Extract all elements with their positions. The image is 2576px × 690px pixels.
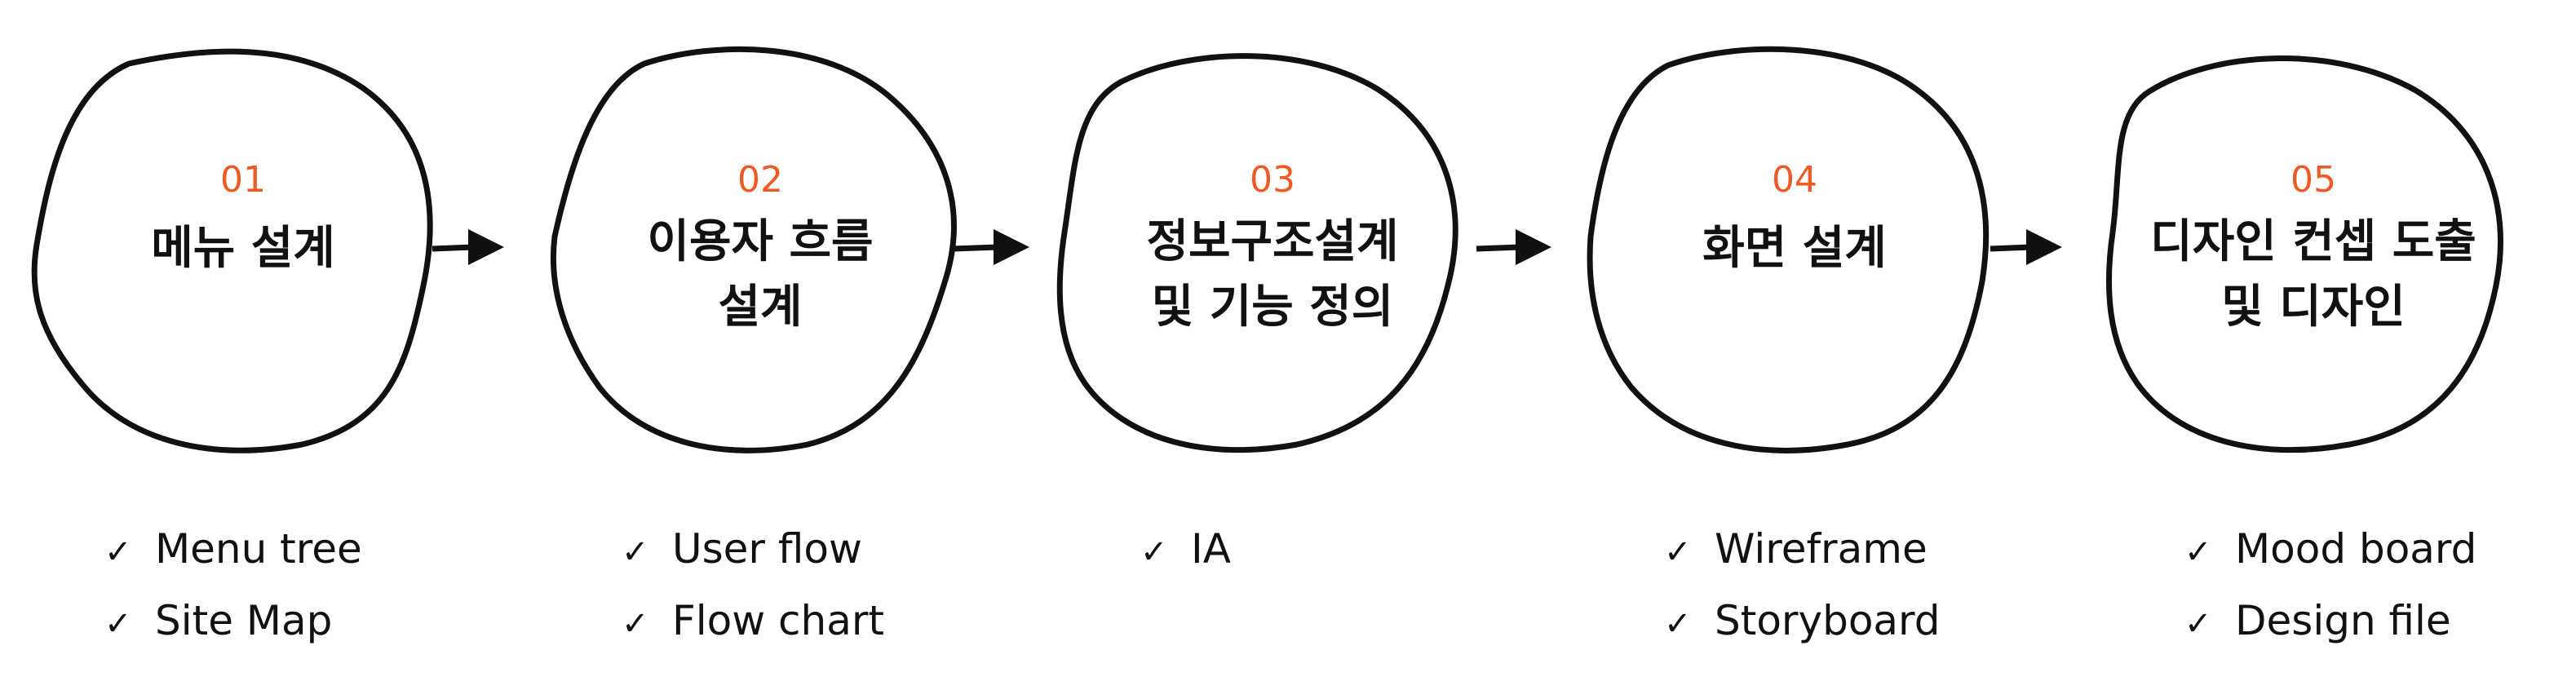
step-title-line: 디자인 컨셉 도출: [2150, 215, 2476, 268]
process-step-01: 01 메뉴 설계 ✓ Menu tree ✓ Site Map: [31, 48, 433, 644]
step-number: 05: [2291, 159, 2336, 201]
checkmark-icon: ✓: [104, 605, 132, 643]
process-step-04: 04 화면 설계 ✓ Wireframe ✓ Storyboard: [1587, 46, 1990, 644]
step-title-line: 및 디자인: [2221, 281, 2406, 334]
step-number: 03: [1250, 159, 1295, 201]
deliverable-item: Site Map: [155, 597, 332, 644]
deliverable-item: Menu tree: [155, 525, 362, 573]
checkmark-icon: ✓: [1140, 533, 1168, 571]
deliverable-item: Design file: [2235, 597, 2451, 644]
step-title-line: 및 기능 정의: [1152, 281, 1394, 334]
checkmark-icon: ✓: [104, 533, 132, 571]
step-outline-blob: [1587, 46, 1990, 453]
arrow-right-icon: [432, 229, 504, 265]
checkmark-icon: ✓: [622, 533, 649, 571]
step-title-line: 설계: [718, 281, 802, 334]
step-number: 02: [737, 159, 783, 201]
checkmark-icon: ✓: [1664, 605, 1692, 643]
step-outline-blob: [2105, 55, 2503, 453]
deliverable-item: Mood board: [2235, 525, 2476, 573]
step-outline-blob: [31, 48, 433, 453]
process-step-05: 05 디자인 컨셉 도출및 디자인 ✓ Mood board ✓ Design file: [2105, 55, 2503, 644]
step-number: 01: [220, 159, 266, 201]
deliverable-item: Flow chart: [672, 597, 884, 644]
step-title-line: 이용자 흐름: [647, 215, 873, 268]
deliverable-item: User flow: [672, 525, 862, 573]
deliverable-item: Wireframe: [1715, 525, 1928, 573]
deliverable-item: Storyboard: [1715, 597, 1940, 644]
checkmark-icon: ✓: [622, 605, 649, 643]
step-number: 04: [1772, 159, 1817, 201]
step-title-line: 정보구조설계: [1146, 215, 1398, 268]
arrow-right-icon: [1476, 229, 1551, 265]
step-title-line: 화면 설계: [1702, 222, 1887, 275]
step-outline-blob: [550, 46, 957, 453]
deliverable-item: IA: [1191, 525, 1231, 573]
arrow-right-icon: [1990, 229, 2062, 265]
step-title-line: 메뉴 설계: [151, 222, 335, 275]
checkmark-icon: ✓: [2184, 605, 2212, 643]
step-outline-blob: [1056, 53, 1458, 453]
arrow-right-icon: [952, 229, 1029, 265]
checkmark-icon: ✓: [1664, 533, 1692, 571]
checkmark-icon: ✓: [2184, 533, 2212, 571]
